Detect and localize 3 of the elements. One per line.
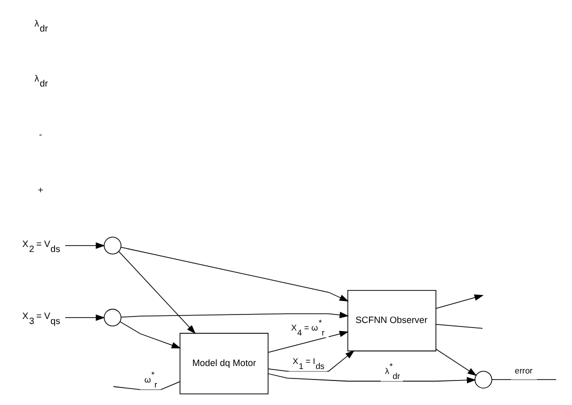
edge-label: error xyxy=(514,365,532,376)
label: - xyxy=(38,130,42,140)
label: + xyxy=(37,184,43,195)
